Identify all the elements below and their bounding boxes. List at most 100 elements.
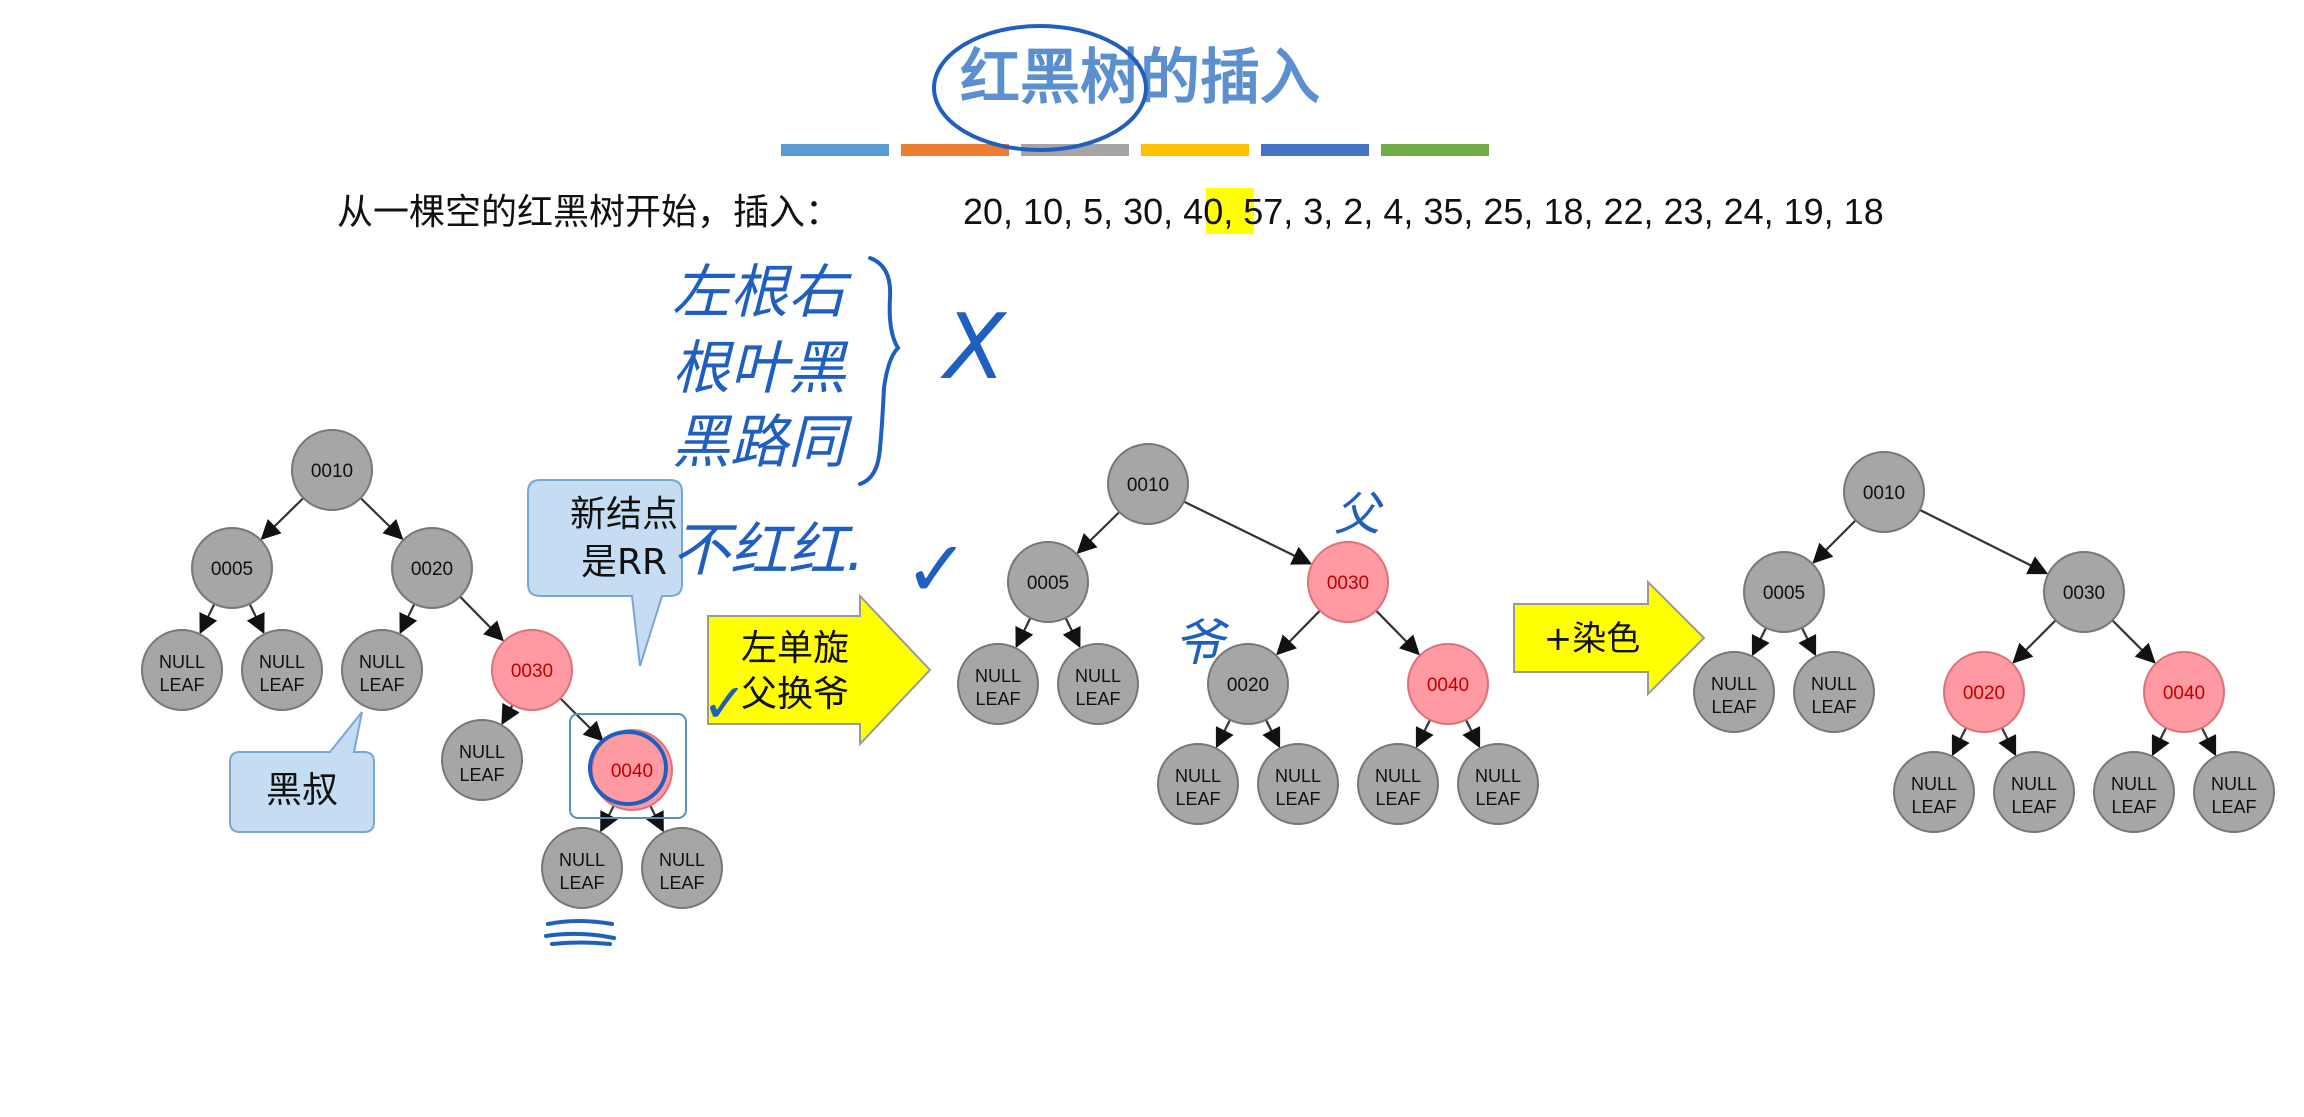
- handwritten-parent: 父: [1334, 487, 1384, 541]
- page-title: 红黑树的插入: [960, 43, 1320, 113]
- rotate-arrow-line2: 父换爷: [741, 674, 849, 715]
- null-leaf-label: LEAF: [2011, 797, 2056, 817]
- node-label: 0020: [1963, 683, 2005, 704]
- handwritten-rule: 黑路同: [672, 408, 853, 476]
- tree-edge: [1276, 609, 1321, 656]
- tree-edge: [1215, 719, 1234, 749]
- null-leaf-node: [1457, 743, 1539, 825]
- node-label: 0010: [1127, 475, 1169, 496]
- tree-edge: [1951, 727, 1970, 757]
- red-node: [491, 629, 573, 711]
- callout-new-node-line2: 是RR: [581, 542, 667, 583]
- handwritten-rule: 不红红.: [672, 516, 864, 584]
- red-node: [2143, 651, 2225, 733]
- recolor-arrow-text: +染色: [1544, 619, 1641, 659]
- handwritten-underline: [544, 919, 616, 946]
- title-color-bar: [1141, 144, 1249, 156]
- selection-box: [569, 713, 687, 819]
- tree-edge: [1062, 617, 1081, 649]
- null-leaf-label: NULL: [1175, 766, 1221, 786]
- sequence-highlight: 40: [1183, 191, 1223, 232]
- null-leaf-node: [541, 827, 623, 909]
- tree-edge: [1076, 511, 1121, 554]
- tree-edge: [1015, 617, 1034, 649]
- tree-edge: [399, 603, 418, 635]
- null-leaf-node: [241, 629, 323, 711]
- null-leaf-label: LEAF: [1911, 797, 1956, 817]
- null-leaf-node: [1357, 743, 1439, 825]
- title-color-bar: [1021, 144, 1129, 156]
- handwritten-grandpa: 爷: [1174, 614, 1230, 672]
- black-node: [1743, 551, 1825, 633]
- sequence-prefix: 从一棵空的红黑树开始，插入：: [337, 192, 841, 233]
- node-label: 0005: [1763, 583, 1805, 604]
- black-node: [391, 527, 473, 609]
- node-label: 0030: [2063, 583, 2105, 604]
- black-node: [1843, 451, 1925, 533]
- title-color-bar: [1381, 144, 1489, 156]
- tree-edge: [359, 497, 404, 540]
- node-label: 0040: [611, 761, 653, 782]
- tree-edge: [1462, 719, 1481, 749]
- node-label: 0005: [1027, 573, 1069, 594]
- handwritten-title-circle: [932, 24, 1148, 152]
- rotate-arrow: [707, 593, 932, 747]
- node-label: 0040: [2163, 683, 2205, 704]
- black-node: [1007, 541, 1089, 623]
- black-node: [191, 527, 273, 609]
- recolor-arrow: [1513, 579, 1706, 697]
- node-label: 0010: [1863, 483, 1905, 504]
- null-leaf-node: [641, 827, 723, 909]
- black-node: [1207, 643, 1289, 725]
- title-color-bar: [1261, 144, 1369, 156]
- null-leaf-node: [1893, 751, 1975, 833]
- node-label: 0040: [1427, 675, 1469, 696]
- tree-edge: [246, 603, 265, 635]
- node-label: 0010: [311, 461, 353, 482]
- null-leaf-label: LEAF: [359, 675, 404, 695]
- node-label: 0030: [511, 661, 553, 682]
- rotate-arrow-line1: 左单旋: [741, 628, 849, 669]
- black-node: [1107, 443, 1189, 525]
- null-leaf-label: NULL: [1375, 766, 1421, 786]
- insert-sequence: 从一棵空的红黑树开始，插入：20, 10, 5, 30, 40, 57, 3, …: [337, 188, 1884, 234]
- tree-edge: [1262, 719, 1281, 749]
- black-node: [2043, 551, 2125, 633]
- callout-new-node-line1: 新结点: [570, 494, 678, 535]
- tree-edge: [501, 702, 520, 726]
- null-leaf-label: LEAF: [459, 765, 504, 785]
- tree-edge: [2111, 619, 2156, 664]
- null-leaf-label: NULL: [2011, 774, 2057, 794]
- null-leaf-label: LEAF: [1475, 789, 1520, 809]
- node-label: 0005: [211, 559, 253, 580]
- red-node: [1407, 643, 1489, 725]
- null-leaf-label: LEAF: [1711, 697, 1756, 717]
- tree-edge: [559, 697, 604, 742]
- null-leaf-node: [1157, 743, 1239, 825]
- node-label: 0020: [411, 559, 453, 580]
- null-leaf-label: LEAF: [1175, 789, 1220, 809]
- null-leaf-node: [1257, 743, 1339, 825]
- null-leaf-label: NULL: [159, 652, 205, 672]
- tree-edge: [1812, 519, 1857, 564]
- null-leaf-label: NULL: [459, 742, 505, 762]
- callout-new-node: [527, 479, 683, 667]
- callout-black-uncle-text: 黑叔: [266, 770, 338, 811]
- null-leaf-node: [957, 643, 1039, 725]
- sequence-before: 20, 10, 5, 30,: [963, 191, 1183, 232]
- null-leaf-label: LEAF: [259, 675, 304, 695]
- title-color-bar: [781, 144, 889, 156]
- null-leaf-label: LEAF: [1375, 789, 1420, 809]
- null-leaf-label: NULL: [1811, 674, 1857, 694]
- null-leaf-label: LEAF: [159, 675, 204, 695]
- red-node: [1943, 651, 2025, 733]
- null-leaf-label: NULL: [975, 666, 1021, 686]
- null-leaf-node: [441, 719, 523, 801]
- null-leaf-label: LEAF: [559, 873, 604, 893]
- null-leaf-label: NULL: [2211, 774, 2257, 794]
- tree-edge: [1998, 727, 2017, 757]
